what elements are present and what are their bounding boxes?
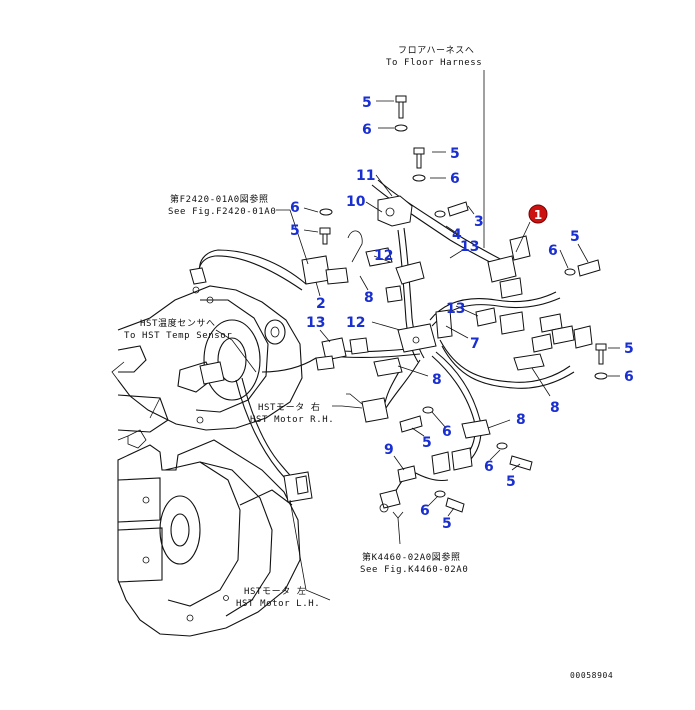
item-badge-number: 1 bbox=[534, 208, 542, 222]
callout-13: 13 bbox=[460, 239, 479, 255]
callout-7: 7 bbox=[470, 336, 480, 352]
callout-5: 5 bbox=[362, 95, 372, 111]
drawing-number: 00058904 bbox=[570, 671, 613, 680]
fig-f2420-label-en: See Fig.F2420-01A0 bbox=[168, 207, 276, 217]
callout-8: 8 bbox=[516, 412, 526, 428]
callout-12: 12 bbox=[346, 315, 365, 331]
temp-sensor-label-jp: HST温度センサへ bbox=[140, 317, 216, 329]
callout-11: 11 bbox=[356, 168, 375, 184]
callout-5: 5 bbox=[570, 229, 580, 245]
callout-5: 5 bbox=[506, 474, 516, 490]
callout-10: 10 bbox=[346, 194, 366, 210]
callout-6: 6 bbox=[442, 424, 452, 440]
harness-components bbox=[189, 195, 593, 513]
callout-6: 6 bbox=[484, 459, 494, 475]
temp-sensor-label-en: To HST Temp Sensor bbox=[124, 331, 232, 341]
motor-rh-label-jp: HSTモータ 右 bbox=[258, 401, 320, 413]
callout-5: 5 bbox=[442, 516, 452, 532]
motor-lh-label-en: HST Motor L.H. bbox=[236, 599, 320, 609]
callout-3: 3 bbox=[474, 214, 484, 230]
fig-k4460-label-jp: 第K4460-02A0図参照 bbox=[362, 551, 461, 563]
callout-5: 5 bbox=[422, 435, 432, 451]
callout-5: 5 bbox=[290, 223, 300, 239]
fig-f2420-label-jp: 第F2420-01A0図参照 bbox=[170, 193, 269, 205]
callout-13: 13 bbox=[306, 315, 325, 331]
callout-5: 5 bbox=[450, 146, 460, 162]
leader-lines bbox=[215, 100, 620, 601]
callout-6: 6 bbox=[290, 200, 300, 216]
callout-6: 6 bbox=[362, 122, 372, 138]
floor-harness-label-en: To Floor Harness bbox=[386, 58, 482, 68]
callout-6: 6 bbox=[624, 369, 634, 385]
floor-harness-label-jp: フロアハーネスへ bbox=[398, 45, 474, 56]
hst-motor-left-drawing bbox=[117, 429, 301, 637]
callout-8: 8 bbox=[364, 290, 374, 306]
captions: フロアハーネスへ To Floor Harness 第F2420-01A0図参照… bbox=[124, 45, 613, 680]
bolts-and-washers bbox=[319, 95, 608, 513]
item-badge: 1 bbox=[528, 204, 548, 224]
callout-6: 6 bbox=[420, 503, 430, 519]
callout-8: 8 bbox=[432, 372, 442, 388]
callout-13: 13 bbox=[446, 301, 465, 317]
callout-6: 6 bbox=[450, 171, 460, 187]
motor-rh-label-en: HST Motor R.H. bbox=[250, 415, 334, 425]
callout-6: 6 bbox=[548, 243, 558, 259]
hst-motor-right-drawing bbox=[111, 285, 303, 433]
callout-9: 9 bbox=[384, 442, 394, 458]
callout-2: 2 bbox=[316, 296, 326, 312]
callout-5: 5 bbox=[624, 341, 634, 357]
motor-lh-label-jp: HSTモータ 左 bbox=[244, 585, 306, 597]
part-callouts: 5 6 5 6 11 10 6 5 3 4 13 12 8 2 13 12 13… bbox=[290, 95, 634, 532]
callout-12: 12 bbox=[374, 248, 393, 264]
fig-k4460-label-en: See Fig.K4460-02A0 bbox=[360, 565, 468, 575]
harness-wires bbox=[197, 70, 575, 507]
callout-8: 8 bbox=[550, 400, 560, 416]
callout-4: 4 bbox=[452, 227, 462, 243]
